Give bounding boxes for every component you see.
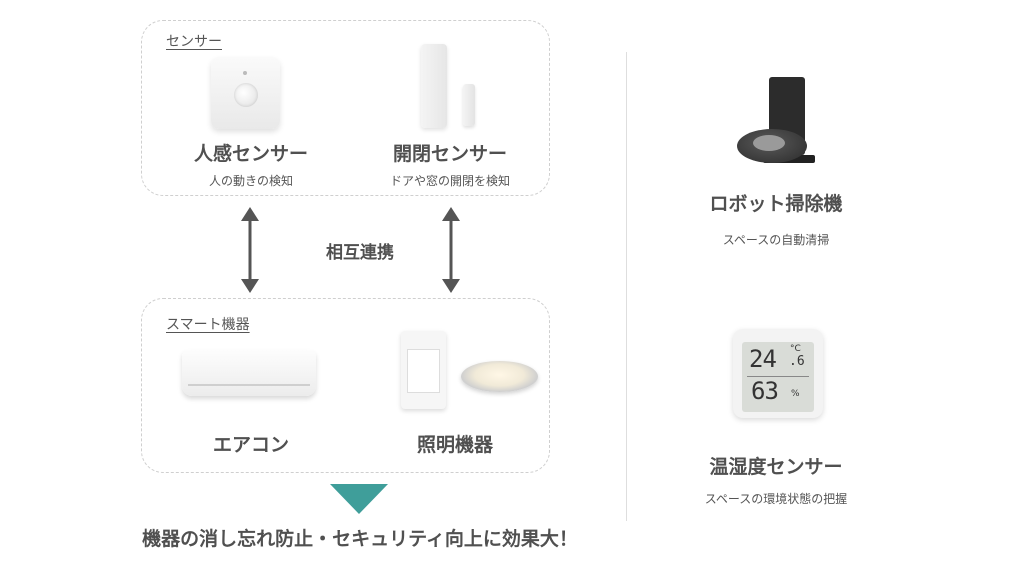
motion-sensor-title: 人感センサー	[186, 139, 316, 166]
robot-vacuum-image	[733, 77, 821, 169]
door-sensor-magnet-image	[463, 84, 475, 126]
thermo-sensor-subtitle: スペースの環境状態の把握	[686, 490, 866, 507]
thermo-hygrometer-image: 24 °C .6 63 %	[733, 329, 823, 418]
thermo-humidity-value: 63	[751, 377, 778, 405]
thermo-temp-decimal: .6	[789, 354, 805, 369]
door-sensor-subtitle: ドアや窓の開閉を検知	[375, 172, 525, 189]
device-group-label: スマート機器	[166, 314, 250, 334]
thermo-sensor-title: 温湿度センサー	[696, 452, 856, 479]
sensor-group-label: センサー	[166, 31, 222, 51]
thermo-temp-value: 24	[749, 345, 776, 373]
air-conditioner-image	[182, 350, 316, 396]
door-sensor-image	[421, 44, 447, 128]
lighting-title: 照明機器	[400, 430, 510, 457]
robot-vacuum-subtitle: スペースの自動清掃	[696, 231, 856, 248]
motion-sensor-subtitle: 人の動きの検知	[186, 172, 316, 189]
door-sensor-title: 開閉センサー	[380, 139, 520, 166]
thermo-humidity-unit: %	[791, 389, 800, 399]
link-arrow-left	[236, 205, 264, 295]
link-label: 相互連携	[300, 238, 420, 263]
effect-text: 機器の消し忘れ防止・セキュリティ向上に効果大！	[90, 524, 630, 551]
down-triangle-icon	[330, 484, 388, 514]
downlight-image	[461, 361, 538, 392]
thermo-temp-unit: °C	[790, 344, 801, 354]
link-arrow-right	[437, 205, 465, 295]
robot-vacuum-title: ロボット掃除機	[696, 189, 856, 216]
wall-switch-image	[401, 331, 446, 409]
motion-sensor-image	[211, 57, 280, 129]
aircon-title: エアコン	[196, 430, 306, 457]
vertical-divider	[626, 52, 627, 521]
